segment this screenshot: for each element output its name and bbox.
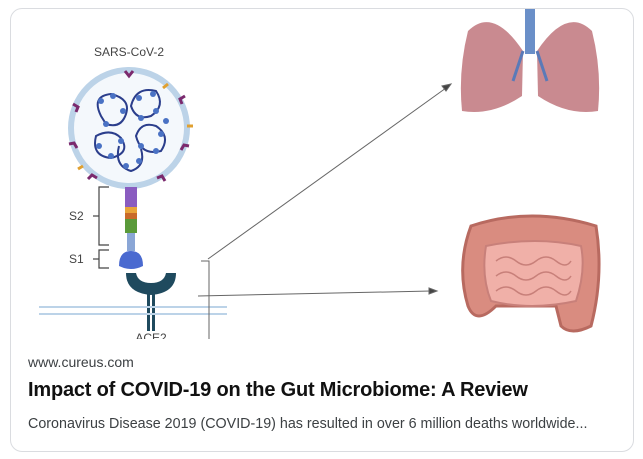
lungs-illustration bbox=[460, 9, 600, 113]
spike-stalk bbox=[119, 187, 143, 269]
cell-membrane bbox=[39, 306, 227, 315]
intestines-illustration bbox=[461, 214, 601, 333]
bracket-line bbox=[201, 260, 210, 339]
search-result-card[interactable]: SARS-CoV-2 bbox=[10, 8, 634, 452]
bracket-lines bbox=[93, 186, 109, 269]
spike-proteins bbox=[68, 70, 190, 182]
s1-label: S1 bbox=[69, 252, 84, 266]
result-site-url[interactable]: www.cureus.com bbox=[28, 354, 134, 370]
rna-beads bbox=[96, 91, 169, 169]
receptor-label: ACE2 bbox=[135, 331, 167, 339]
membrane-proteins bbox=[77, 82, 193, 171]
article-figure[interactable]: SARS-CoV-2 bbox=[11, 9, 633, 339]
result-title-link[interactable]: Impact of COVID-19 on the Gut Microbiome… bbox=[28, 379, 528, 401]
arrows bbox=[197, 83, 453, 297]
ace2-receptor bbox=[126, 273, 176, 331]
virus-label: SARS-CoV-2 bbox=[94, 45, 164, 59]
s2-label: S2 bbox=[69, 209, 84, 223]
result-snippet: Coronavirus Disease 2019 (COVID-19) has … bbox=[28, 416, 588, 432]
rna-strand bbox=[94, 89, 166, 173]
virus-envelope bbox=[68, 67, 190, 189]
